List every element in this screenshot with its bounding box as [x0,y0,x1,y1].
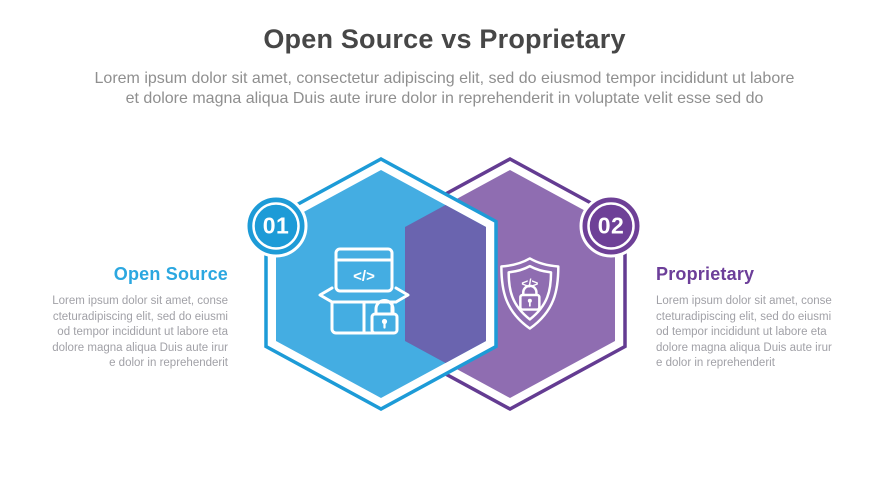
step-badge-01: 01 [244,194,308,258]
proprietary-description: Lorem ipsum dolor sit amet, conse ctetur… [656,295,832,369]
lock-keyhole [527,298,532,303]
code-glyph: </> [353,268,375,285]
code-window-shape [334,247,394,293]
badge-number: 02 [598,213,625,239]
badge-inner-ring [252,202,300,250]
hexagon-overlap-region [405,205,486,363]
step-badge-02: 02 [579,194,643,258]
page-title: Open Source vs Proprietary [263,24,626,54]
open-source-description: Lorem ipsum dolor sit amet, conse ctetur… [52,295,228,369]
page-subtitle: Lorem ipsum dolor sit amet, consectetur … [94,70,795,107]
badge-circle [244,194,308,258]
lock-keyhole [381,318,388,325]
shield-outer-shape [500,257,560,330]
proprietary-text-block: Proprietary Lorem ipsum dolor sit amet, … [656,264,876,372]
box-left-flap [318,286,334,304]
badge-circle [579,194,643,258]
lock-shackle [374,299,395,316]
open-box-code-lock-icon: </> [318,247,410,335]
shield-inner-shape [507,264,553,321]
lock-shackle [522,284,538,297]
box-right-flap [394,286,410,304]
shield-code-lock-icon: </> [500,257,560,330]
proprietary-heading: Proprietary [656,264,755,284]
badge-number: 01 [263,213,290,239]
open-source-text-block: Open Source Lorem ipsum dolor sit amet, … [8,264,228,372]
badge-inner-ring [587,202,635,250]
open-source-heading: Open Source [113,264,228,284]
